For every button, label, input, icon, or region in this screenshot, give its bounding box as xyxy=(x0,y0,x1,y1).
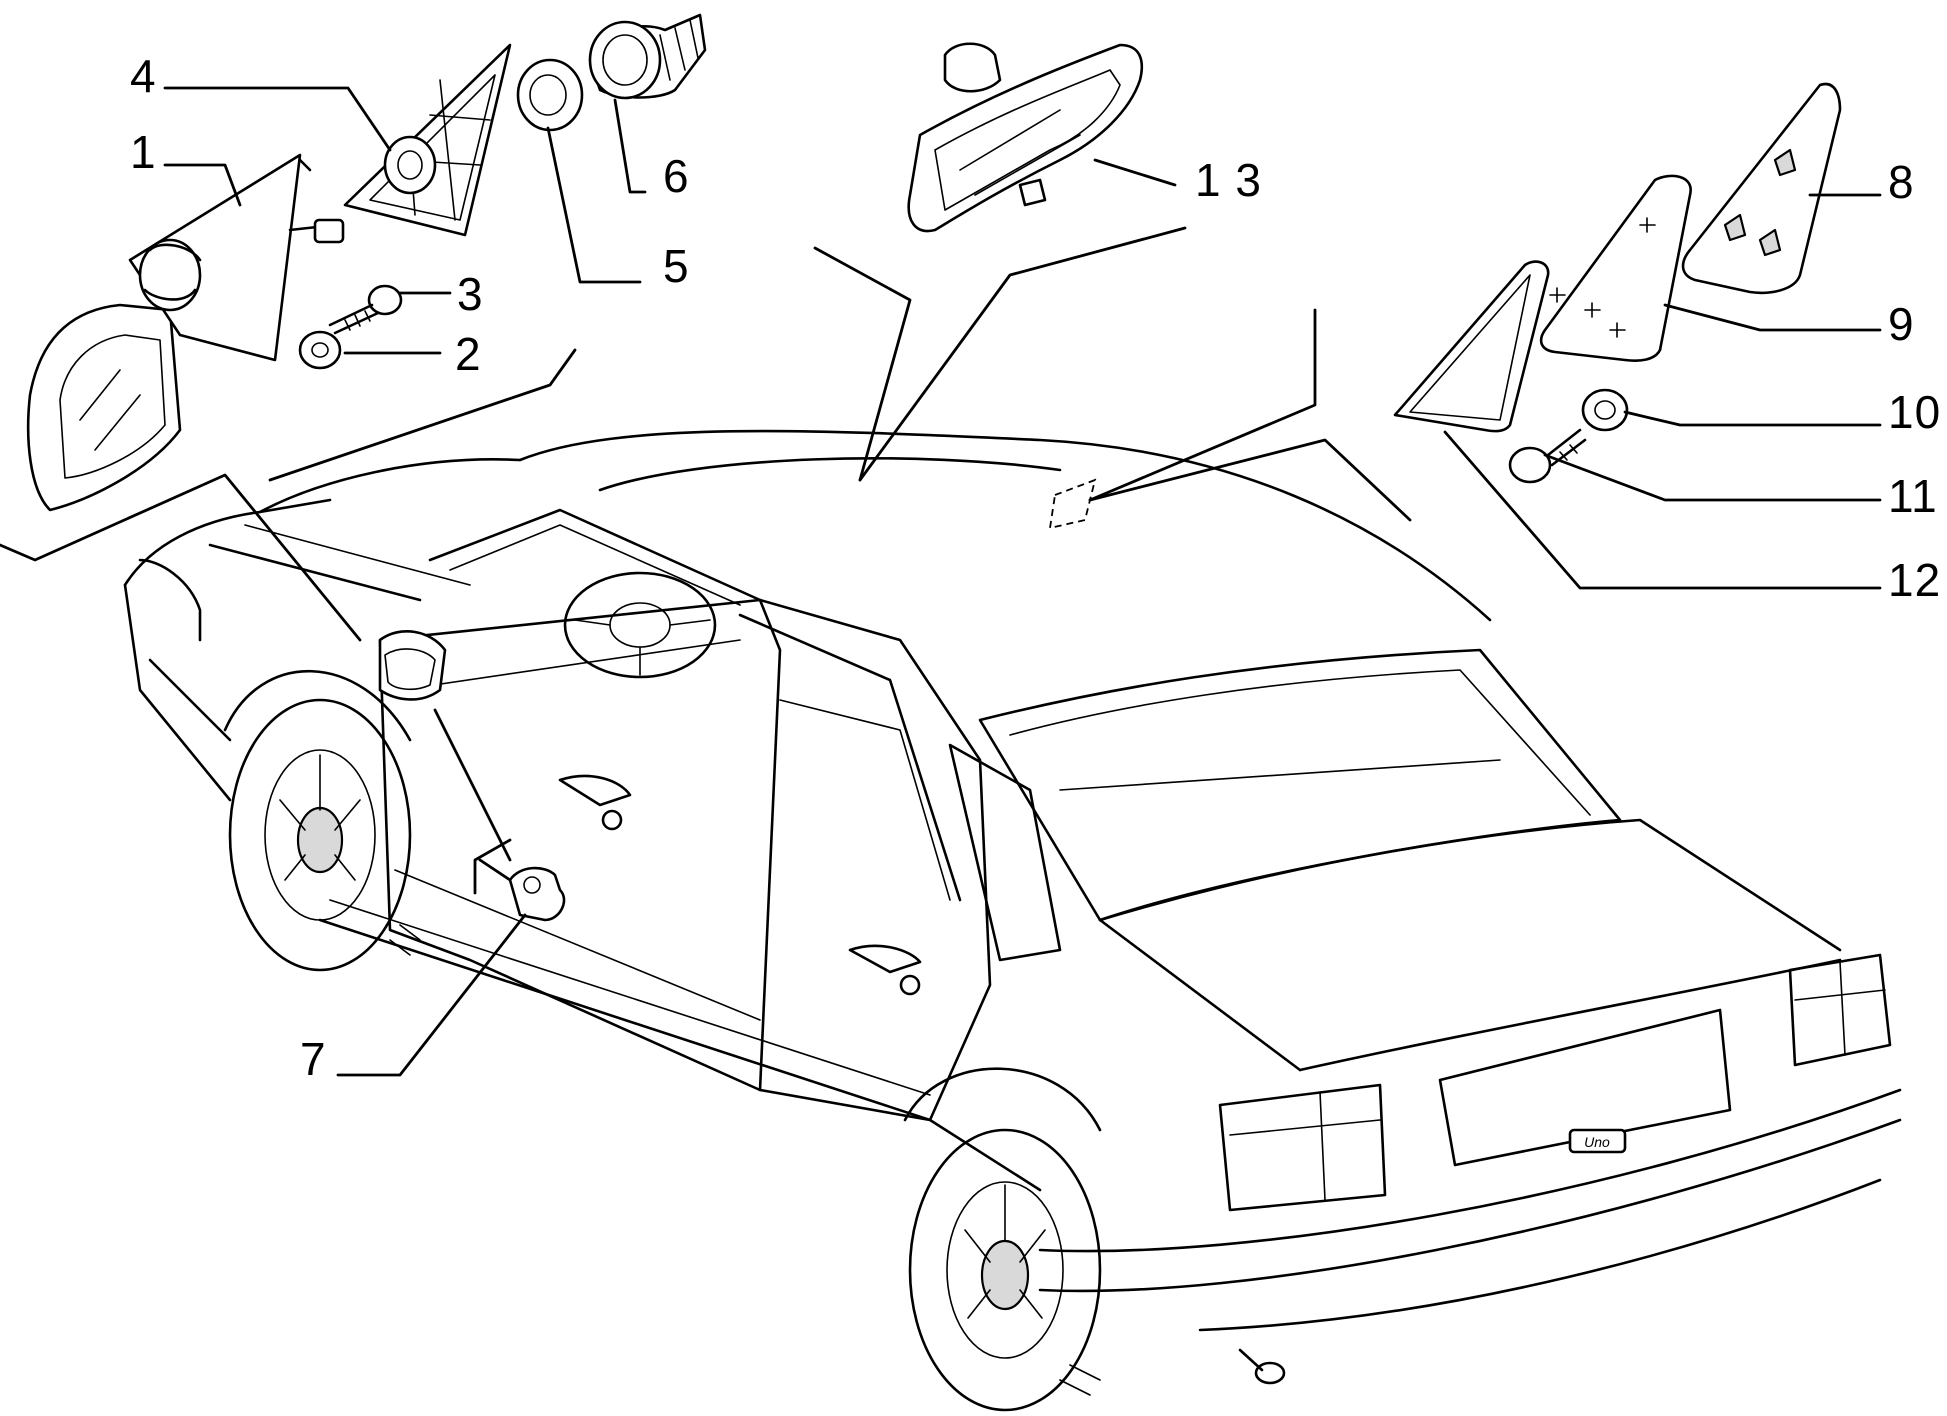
callout-5: 5 xyxy=(663,240,690,292)
part-5-ring xyxy=(516,58,584,132)
part-12-triangle-cover xyxy=(1393,260,1550,433)
callout-13: 1 3 xyxy=(1195,154,1262,206)
leader-lines xyxy=(0,86,1882,1077)
car-illustration: Uno xyxy=(123,429,1902,1412)
part-8-triangle-trim xyxy=(1681,82,1842,295)
part-2-washer xyxy=(298,330,342,370)
part-1-mirror-assembly xyxy=(26,153,345,512)
part-9-triangle-trim xyxy=(1539,174,1692,362)
callout-1: 1 xyxy=(130,126,157,178)
callout-2: 2 xyxy=(455,328,482,380)
callout-4: 4 xyxy=(130,50,157,102)
part-6-grommet xyxy=(588,13,707,100)
callout-11: 11 xyxy=(1888,470,1938,522)
callout-6: 6 xyxy=(663,150,690,202)
callout-labels: 4 1 3 2 6 5 1 3 8 9 10 11 12 7 xyxy=(130,50,1941,1085)
callout-7: 7 xyxy=(300,1033,327,1085)
callout-12: 12 xyxy=(1888,554,1941,606)
part-13-rearview-mirror xyxy=(907,42,1144,233)
part-3-screw xyxy=(328,284,403,335)
rear-badge-text: Uno xyxy=(1584,1134,1610,1150)
callout-8: 8 xyxy=(1888,156,1915,208)
callout-9: 9 xyxy=(1888,298,1915,350)
part-10-washer xyxy=(1581,388,1629,432)
callout-10: 10 xyxy=(1888,386,1941,438)
part-4-triangle-bracket xyxy=(343,43,512,237)
callout-3: 3 xyxy=(457,268,484,320)
